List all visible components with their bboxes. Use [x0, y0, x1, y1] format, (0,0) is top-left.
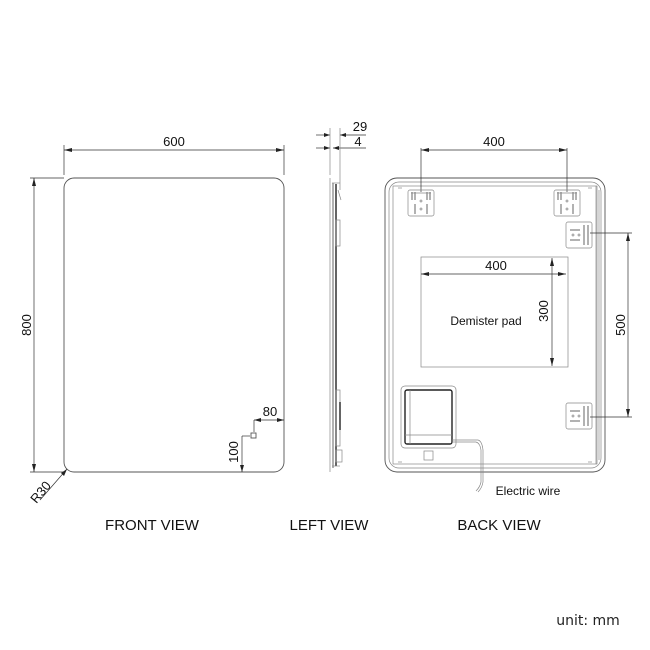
electric-wire: Electric wire	[452, 439, 561, 498]
depth-text: 29	[353, 119, 367, 134]
demister-pad: 400 300 Demister pad	[420, 256, 569, 368]
dimension-sensor-x: 80	[253, 404, 284, 432]
mirror-outline-front	[63, 177, 285, 473]
sensor-x-text: 80	[263, 404, 277, 419]
left-view: 29 4 LEFT VIEW	[290, 119, 370, 534]
dimension-bracket-side: 500	[590, 232, 632, 418]
front-view-label: FRONT VIEW	[105, 517, 200, 534]
bracket-side-text: 500	[613, 314, 628, 336]
demister-width-text: 400	[485, 258, 507, 273]
touch-sensor-icon	[250, 432, 257, 439]
back-view-label: BACK VIEW	[457, 517, 541, 534]
demister-height-text: 300	[536, 300, 551, 322]
wire-label: Electric wire	[496, 484, 561, 498]
front-view: 600 800 R30 80	[19, 134, 285, 534]
wall-bracket-top-left	[407, 189, 435, 217]
wall-bracket-side-bottom	[565, 402, 593, 430]
front-width-text: 600	[163, 134, 185, 149]
wall-bracket-top-right	[553, 189, 581, 217]
wall-bracket-side-top	[565, 221, 593, 249]
dimension-height-800: 800	[19, 177, 64, 473]
sensor-y-text: 100	[226, 441, 241, 463]
dimension-radius: R30	[27, 468, 68, 506]
dimension-depth: 29 4	[316, 119, 367, 190]
unit-label: unit: mm	[556, 613, 620, 629]
demister-label: Demister pad	[450, 314, 521, 328]
front-radius-text: R30	[27, 478, 54, 506]
bracket-top-text: 400	[483, 134, 505, 149]
dimension-sensor-y: 100	[226, 435, 250, 472]
mirror-outline-back	[384, 177, 606, 473]
glass-text: 4	[354, 134, 361, 149]
dimension-width-600: 600	[63, 134, 285, 175]
left-view-label: LEFT VIEW	[290, 517, 370, 534]
dimension-bracket-top: 400	[420, 134, 568, 192]
mirror-side-profile	[329, 178, 343, 472]
control-box	[400, 385, 457, 461]
front-height-text: 800	[19, 314, 34, 336]
back-view: 400	[384, 134, 632, 534]
